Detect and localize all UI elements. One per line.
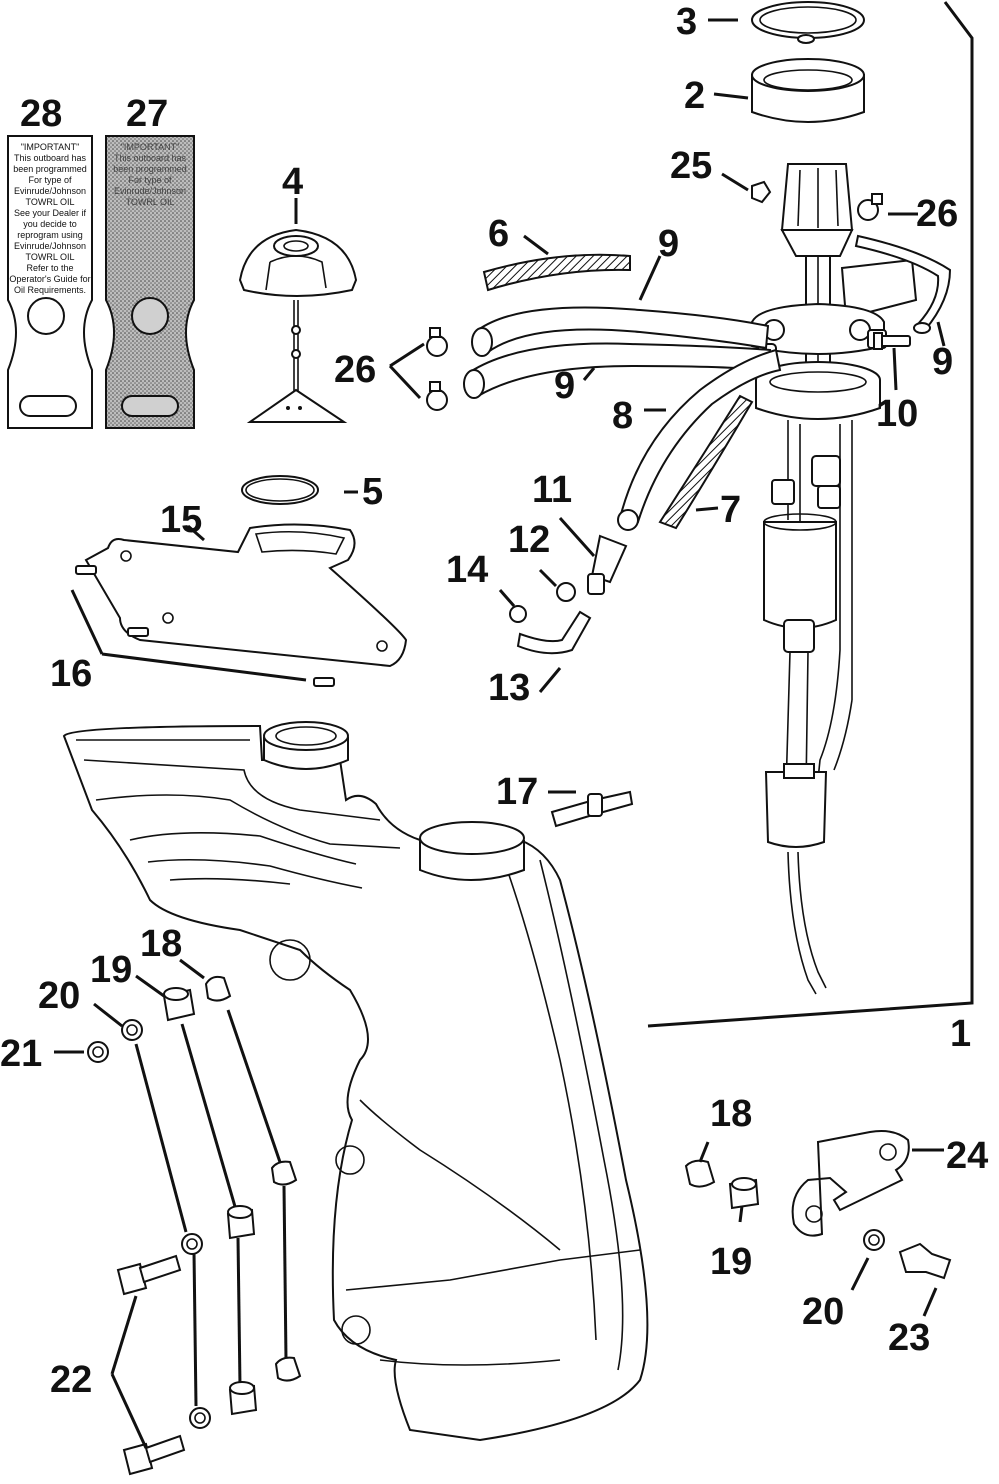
part-elbow-13 [516, 610, 592, 655]
part-braided-sleeve-6 [482, 253, 631, 292]
part-hose-clamps-left [426, 327, 448, 411]
decal-27-line-5: TOWRL OIL [125, 197, 174, 207]
part-screw-10 [873, 332, 911, 350]
decal-28-line-3: For type of [28, 175, 72, 185]
part-fitting-17 [550, 790, 634, 828]
leader-lines [54, 18, 946, 1449]
callout-4: 4 [282, 161, 303, 203]
callout-22: 22 [50, 1359, 92, 1401]
decal-28-line-2: been programmed [13, 164, 87, 174]
part-cap-ring [751, 58, 865, 123]
decal-27-line-0: "IMPORTANT" [121, 142, 180, 152]
decal-28-line-13: Oil Requirements. [14, 285, 86, 295]
assembly-bracket [647, 1, 974, 1028]
callout-15: 16 [50, 653, 92, 695]
part-clamp-12 [556, 582, 576, 602]
callout-18-right: 18 [710, 1093, 752, 1135]
decal-27-line-3: For type of [128, 175, 172, 185]
part-braided-sleeve-7 [658, 394, 754, 530]
hardware-left [87, 975, 302, 1476]
callout-17: 17 [496, 771, 538, 813]
callout-21: 21 [0, 1033, 42, 1075]
decal-28-line-10: TOWRL OIL [25, 252, 74, 262]
decal-28-line-9: Evinrude/Johnson [14, 241, 86, 251]
callout-9-top: 9 [658, 223, 679, 265]
callout-26-right: 26 [916, 193, 958, 235]
part-hoses-9 [463, 306, 772, 399]
part-oil-cap-4 [238, 228, 358, 423]
decal-28-line-4: Evinrude/Johnson [14, 186, 86, 196]
decal-28: "IMPORTANT" This outboard has been progr… [7, 135, 93, 429]
callout-6: 6 [488, 213, 509, 255]
decal-28-line-12: Operator's Guide for [9, 274, 90, 284]
callout-11: 11 [532, 469, 572, 511]
part-gasket-ring [751, 1, 865, 44]
callout-23: 23 [888, 1317, 930, 1359]
callout-16: 14 [446, 549, 488, 591]
callout-3: 3 [676, 1, 697, 43]
decal-28-line-7: you decide to [23, 219, 77, 229]
callout-28: 28 [20, 93, 62, 135]
callout-20-left: 20 [38, 975, 80, 1017]
callout-27: 27 [126, 93, 168, 135]
callouts: 3 2 25 26 9 10 9 9 8 7 6 4 28 27 26 5 11… [0, 1, 988, 1401]
callout-12: 12 [508, 519, 550, 561]
callout-14: 15 [160, 499, 202, 541]
callout-10: 10 [876, 393, 918, 435]
decal-27: "IMPORTANT" This outboard has been progr… [105, 135, 195, 429]
callout-1: 1 [950, 1013, 971, 1055]
callout-13: 13 [488, 667, 530, 709]
callout-18-left: 18 [140, 923, 182, 965]
callout-25: 25 [670, 145, 712, 187]
decal-27-line-1: This outboard has [114, 153, 187, 163]
callout-5: 5 [362, 471, 383, 513]
decal-28-line-5: TOWRL OIL [25, 197, 74, 207]
callout-9-mid: 9 [554, 365, 575, 407]
decal-28-line-11: Refer to the [26, 263, 73, 273]
part-o-ring-5 [241, 475, 319, 505]
part-hose-clamp-right [857, 193, 883, 221]
callout-8: 8 [612, 395, 633, 437]
decal-27-line-4: Evinrude/Johnson [114, 186, 186, 196]
part-hose-right [854, 234, 952, 334]
callout-7: 7 [720, 489, 741, 531]
callout-19-right: 19 [710, 1241, 752, 1283]
decal-28-line-0: "IMPORTANT" [21, 142, 80, 152]
hardware-right [684, 1130, 952, 1280]
fuel-pump-assembly [751, 163, 918, 995]
callout-9-right: 9 [932, 341, 953, 383]
decal-28-line-8: reprogram using [17, 230, 83, 240]
callout-2: 2 [684, 75, 705, 117]
decal-28-line-1: This outboard has [14, 153, 87, 163]
part-clip [751, 180, 772, 204]
decal-28-line-6: See your Dealer if [14, 208, 87, 218]
part-hose-8 [617, 348, 782, 531]
oil-tank [62, 721, 649, 1442]
callout-19-left: 19 [90, 949, 132, 991]
callout-20-right: 20 [802, 1291, 844, 1333]
part-cover-plate-14 [84, 523, 408, 668]
callout-24: 24 [946, 1135, 988, 1177]
part-clamp-16 [509, 605, 527, 623]
callout-26-left: 26 [334, 349, 376, 391]
part-screws-15 [75, 565, 335, 687]
decal-27-line-2: been programmed [113, 164, 187, 174]
part-fitting-11 [587, 534, 628, 595]
